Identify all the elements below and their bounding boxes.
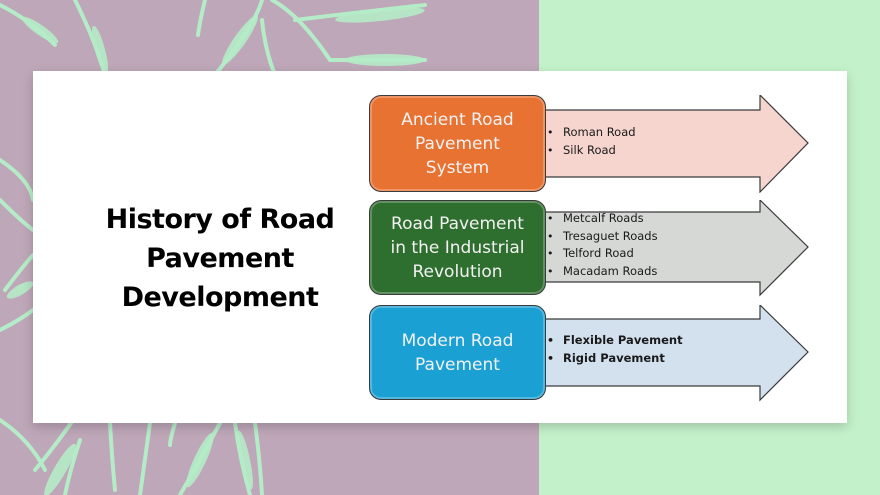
stage-label-line: Pavement: [415, 354, 500, 375]
stage-modern: Modern Road Pavement Flexible Pavement R…: [369, 305, 810, 403]
stage-label-line: Revolution: [412, 261, 503, 282]
list-item: Metcalf Roads: [546, 210, 658, 228]
title-line: Development: [121, 282, 319, 313]
list-item: Macadam Roads: [546, 263, 658, 281]
stage-label-line: System: [425, 157, 490, 178]
stage-label-line: Ancient Road: [401, 109, 514, 130]
list-item: Telford Road: [546, 245, 658, 263]
arrow-right-icon: [538, 95, 809, 193]
list-item: Roman Road: [546, 124, 636, 142]
list-item: Silk Road: [546, 142, 636, 160]
stage-label-line: Road Pavement: [391, 213, 524, 234]
stage-box-modern: Modern Road Pavement: [369, 305, 546, 400]
leaf-pattern-icon: [0, 0, 427, 495]
stage-box-industrial: Road Pavement in the Industrial Revoluti…: [369, 200, 546, 295]
slide-title: History of Road Pavement Development: [90, 200, 350, 317]
stage-items-modern: Flexible Pavement Rigid Pavement: [546, 332, 683, 367]
stage-label-line: Pavement: [415, 133, 500, 154]
stage-items-ancient: Roman Road Silk Road: [546, 124, 636, 159]
list-item: Flexible Pavement: [546, 332, 683, 350]
title-line: History of Road: [105, 204, 335, 235]
stage-label-line: Modern Road: [401, 330, 514, 351]
stage-box-ancient: Ancient Road Pavement System: [369, 95, 546, 192]
title-line: Pavement: [146, 243, 294, 274]
list-item: Tresaguet Roads: [546, 228, 658, 246]
list-item: Rigid Pavement: [546, 350, 683, 368]
stage-label-line: in the Industrial: [390, 237, 525, 258]
stage-industrial: Road Pavement in the Industrial Revoluti…: [369, 200, 810, 298]
stage-ancient: Ancient Road Pavement System Roman Road …: [369, 95, 810, 193]
stage-items-industrial: Metcalf Roads Tresaguet Roads Telford Ro…: [546, 210, 658, 280]
